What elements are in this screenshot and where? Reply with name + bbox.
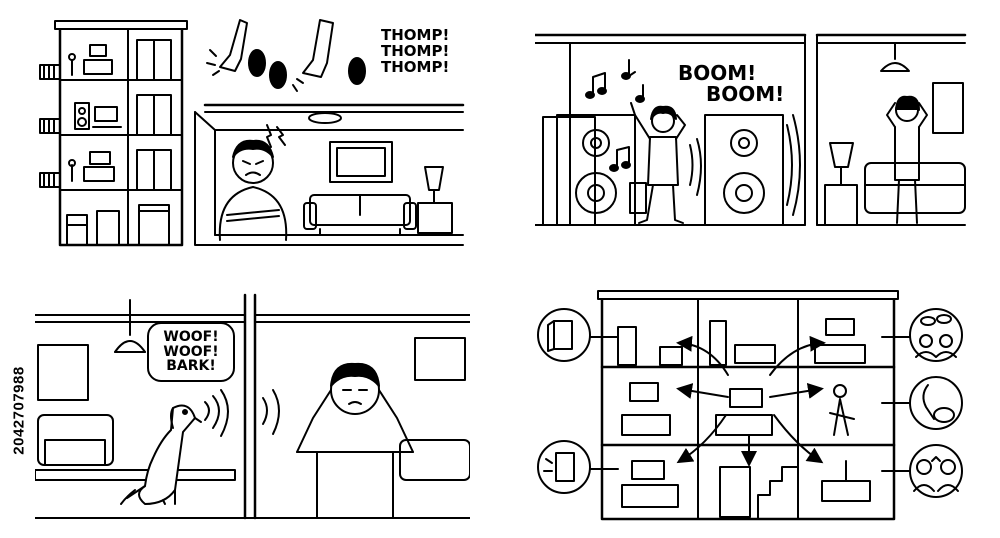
neighbor-room-covering-ears [254,314,470,519]
panel-footsteps-noise: THOMP! THOMP! THOMP! [35,15,465,250]
door-slam-icon [537,308,619,362]
door-slam-icon-lower [537,440,619,494]
panel-loud-music: BOOM! BOOM! [535,15,967,230]
panel-building-cross-section [530,285,970,525]
dog-room [35,293,470,520]
downstairs-room [194,111,464,246]
building-section [597,290,899,521]
music-notes-icon [585,59,645,172]
speaker-right-icon [704,114,784,226]
stomping-feet [203,19,465,113]
music-sound-text: BOOM! BOOM! [678,61,785,106]
arguing-people-icon [881,444,963,498]
talking-people-icon [881,308,963,362]
neighbor-room [815,33,967,226]
party-room [535,33,807,226]
dog-icon [120,404,202,505]
stock-id: 2042707988 [10,365,28,455]
dog-speech-bubble: WOOF! WOOF! BARK! [147,322,235,383]
footsteps-sound-text: THOMP! THOMP! THOMP! [381,26,450,76]
panel-barking-dog: WOOF! WOOF! BARK! [35,290,470,520]
vacuum-cleaner-icon [881,376,963,430]
apartment-tower [39,20,188,247]
speaker-left-icon [542,114,636,226]
